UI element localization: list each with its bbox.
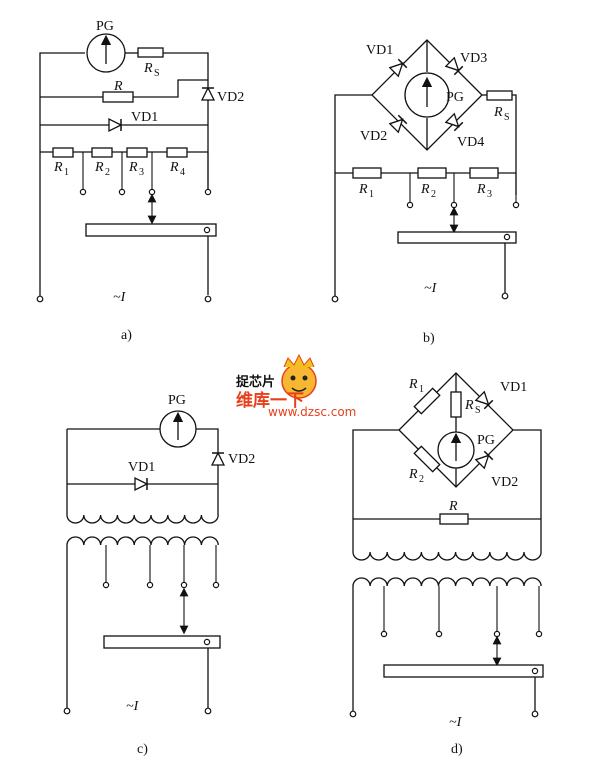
rs-label: R bbox=[464, 398, 474, 413]
resistor-r3 bbox=[469, 167, 499, 179]
resistor-r2 bbox=[413, 445, 441, 473]
r4-label: R bbox=[169, 160, 179, 175]
source-label: ~I bbox=[449, 715, 463, 730]
input-terminal bbox=[204, 295, 212, 303]
resistor-rs bbox=[137, 47, 164, 58]
svg-text:2: 2 bbox=[419, 474, 424, 485]
svg-text:3: 3 bbox=[487, 189, 492, 200]
diode-vd2 bbox=[475, 450, 494, 469]
range-switch-slider bbox=[383, 664, 544, 678]
r2-label: R bbox=[420, 182, 430, 197]
diode-vd2 bbox=[211, 452, 225, 466]
watermark-title: 维库一下 bbox=[236, 390, 304, 411]
circuit-c: PG VD1 VD2 ~I c) bbox=[63, 393, 255, 757]
watermark-url: www.dzsc.com bbox=[268, 405, 356, 419]
r1-label: R bbox=[53, 160, 63, 175]
resistor-r1 bbox=[52, 147, 74, 158]
rs-label: R bbox=[143, 61, 153, 76]
svg-text:S: S bbox=[154, 68, 160, 79]
r3-label: R bbox=[128, 160, 138, 175]
caption-c: c) bbox=[137, 742, 148, 757]
input-terminal bbox=[36, 295, 44, 303]
svg-text:4: 4 bbox=[180, 167, 185, 178]
r1-label: R bbox=[408, 377, 418, 392]
caption-a: a) bbox=[121, 328, 132, 343]
svg-text:S: S bbox=[475, 405, 481, 416]
tap-terminal bbox=[148, 188, 156, 196]
range-switch-slider bbox=[85, 223, 217, 237]
transformer-secondary bbox=[352, 551, 542, 561]
resistor-r4 bbox=[166, 147, 188, 158]
resistor-rs bbox=[450, 391, 462, 418]
r3-label: R bbox=[476, 182, 486, 197]
vd2-label: VD2 bbox=[491, 475, 518, 490]
pg-label: PG bbox=[477, 433, 495, 448]
svg-text:1: 1 bbox=[64, 167, 69, 178]
resistor-r2 bbox=[417, 167, 447, 179]
resistor-r1 bbox=[413, 387, 441, 415]
resistor-r1 bbox=[352, 167, 382, 179]
pg-label: PG bbox=[446, 90, 464, 105]
vd1-label: VD1 bbox=[131, 110, 158, 125]
tap-terminal bbox=[118, 188, 126, 196]
circuit-d: R 1 VD1 R S PG R 2 VD2 R ~I d) bbox=[349, 372, 544, 757]
range-switch-slider bbox=[103, 635, 221, 649]
vd2-label: VD2 bbox=[217, 90, 244, 105]
diode-vd1 bbox=[108, 118, 122, 132]
source-label: ~I bbox=[126, 699, 140, 714]
diode-vd2 bbox=[389, 114, 408, 133]
svg-text:1: 1 bbox=[369, 189, 374, 200]
resistor-r2 bbox=[91, 147, 113, 158]
resistor-r bbox=[439, 513, 469, 525]
watermark: 捉芯片 维库一下 www.dzsc.com bbox=[236, 353, 356, 419]
caption-d: d) bbox=[451, 742, 463, 757]
circuit-a: PG R S R VD2 VD1 R 1 R 2 R 3 R 4 ~I a) bbox=[36, 19, 244, 343]
watermark-logo bbox=[281, 353, 317, 399]
source-label: ~I bbox=[424, 281, 438, 296]
tap-terminal bbox=[79, 188, 87, 196]
circuit-b: VD1 VD3 PG R S VD2 VD4 R 1 R 2 R 3 ~I b) bbox=[331, 39, 520, 346]
vd1-label: VD1 bbox=[128, 460, 155, 475]
vd1-label: VD1 bbox=[500, 380, 527, 395]
svg-text:S: S bbox=[504, 112, 510, 123]
r2-label: R bbox=[408, 467, 418, 482]
range-switch-slider bbox=[397, 231, 517, 244]
diode-vd1 bbox=[389, 58, 408, 77]
pg-label: PG bbox=[96, 19, 114, 34]
rs-label: R bbox=[493, 105, 503, 120]
transformer-primary bbox=[66, 536, 219, 546]
vd1-label: VD1 bbox=[366, 43, 393, 58]
vd2-label: VD2 bbox=[228, 452, 255, 467]
vd2-label: VD2 bbox=[360, 129, 387, 144]
r-label: R bbox=[113, 79, 123, 94]
svg-text:3: 3 bbox=[139, 167, 144, 178]
transformer-secondary bbox=[66, 514, 219, 524]
resistor-rs bbox=[486, 90, 513, 101]
svg-text:2: 2 bbox=[105, 167, 110, 178]
pg-label: PG bbox=[168, 393, 186, 408]
diode-vd2 bbox=[201, 87, 215, 101]
watermark-logo-text: 捉芯片 bbox=[236, 374, 275, 389]
r1-label: R bbox=[358, 182, 368, 197]
transformer-primary bbox=[352, 577, 542, 587]
caption-b: b) bbox=[423, 331, 435, 346]
svg-text:2: 2 bbox=[431, 189, 436, 200]
r-label: R bbox=[448, 499, 458, 514]
r2-label: R bbox=[94, 160, 104, 175]
source-label: ~I bbox=[113, 290, 127, 305]
tap-terminal bbox=[204, 188, 212, 196]
vd3-label: VD3 bbox=[460, 51, 487, 66]
diode-vd1 bbox=[134, 477, 148, 491]
svg-text:1: 1 bbox=[419, 384, 424, 395]
resistor-r3 bbox=[126, 147, 148, 158]
vd4-label: VD4 bbox=[457, 135, 484, 150]
